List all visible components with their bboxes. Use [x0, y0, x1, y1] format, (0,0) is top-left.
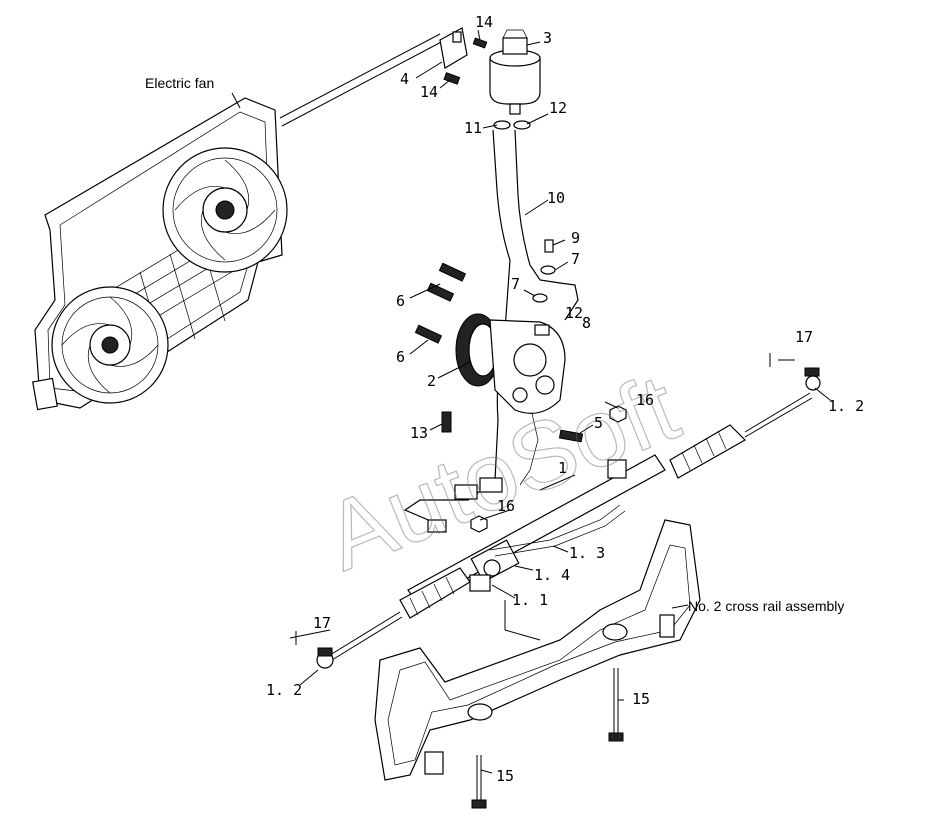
callout-1: 1: [558, 459, 567, 477]
callout-14b: 14: [420, 83, 438, 101]
callout-7b: 7: [511, 275, 520, 293]
callout-16a: 16: [636, 391, 654, 409]
callout-14a: 14: [475, 13, 493, 31]
callout-15b: 15: [496, 767, 514, 785]
electric-fan-assembly: [32, 97, 288, 411]
callout-15a: 15: [632, 690, 650, 708]
hose-assembly: [403, 120, 579, 533]
callout-11: 11: [464, 119, 482, 137]
callout-1-3: 1. 3: [569, 544, 605, 562]
cross-rail-assembly: [374, 519, 701, 809]
callout-1-2-right: 1. 2: [828, 397, 864, 415]
callout-12: 12: [549, 99, 567, 117]
callout-5: 5: [594, 414, 603, 432]
callout-4: 4: [400, 70, 409, 88]
callout-8: 8: [582, 314, 591, 332]
callout-12b: 12: [565, 304, 583, 322]
callout-9: 9: [571, 229, 580, 247]
callout-3: 3: [543, 29, 552, 47]
callout-16b: 16: [497, 497, 515, 515]
label-electric-fan: Electric fan: [145, 75, 214, 91]
callout-7a: 7: [571, 250, 580, 268]
fan-leader-line-2: [279, 33, 441, 119]
steering-rack: [316, 367, 821, 669]
callout-6b: 6: [396, 348, 405, 366]
fan-leader-line: [281, 39, 446, 127]
callout-17b: 17: [313, 614, 331, 632]
callout-2: 2: [427, 372, 436, 390]
callout-1-4: 1. 4: [534, 566, 570, 584]
reservoir-assembly: [439, 27, 541, 115]
callout-13: 13: [410, 424, 428, 442]
callout-10: 10: [547, 189, 565, 207]
callout-17a: 17: [795, 328, 813, 346]
callout-1-2-left: 1. 2: [266, 681, 302, 699]
callout-1-1: 1. 1: [512, 591, 548, 609]
label-cross-rail: No. 2 cross rail assembly: [688, 598, 844, 614]
power-steering-pump: [414, 239, 584, 443]
callout-6a: 6: [396, 292, 405, 310]
leader-lines: [231, 29, 831, 774]
